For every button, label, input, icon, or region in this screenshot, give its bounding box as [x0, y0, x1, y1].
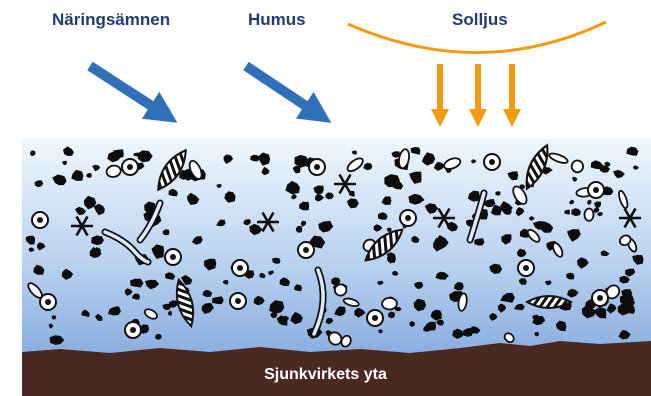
- sun-arc: [348, 22, 606, 53]
- cell-nucleus: [314, 164, 320, 170]
- cell-nucleus: [523, 265, 529, 271]
- cell-nucleus: [130, 327, 136, 333]
- cell-nucleus: [303, 247, 309, 253]
- cell-nucleus: [37, 217, 43, 223]
- cell-nucleus: [237, 265, 243, 271]
- cell-nucleus: [372, 315, 378, 321]
- cell-nucleus: [489, 159, 495, 165]
- cell-nucleus: [127, 164, 133, 170]
- nutrients-arrow: [90, 66, 164, 114]
- organic-particle: [584, 208, 593, 221]
- cell-nucleus: [235, 298, 241, 304]
- humus-arrow: [246, 66, 318, 114]
- organic-particle: [571, 160, 583, 172]
- cell-nucleus: [170, 254, 176, 260]
- cell-nucleus: [593, 187, 599, 193]
- cell-nucleus: [45, 299, 51, 305]
- organic-particle: [382, 297, 398, 310]
- surface-label: Sjunkvirkets yta: [0, 366, 651, 384]
- cell-nucleus: [597, 295, 603, 301]
- cell-nucleus: [405, 215, 411, 221]
- organic-particle: [334, 284, 347, 296]
